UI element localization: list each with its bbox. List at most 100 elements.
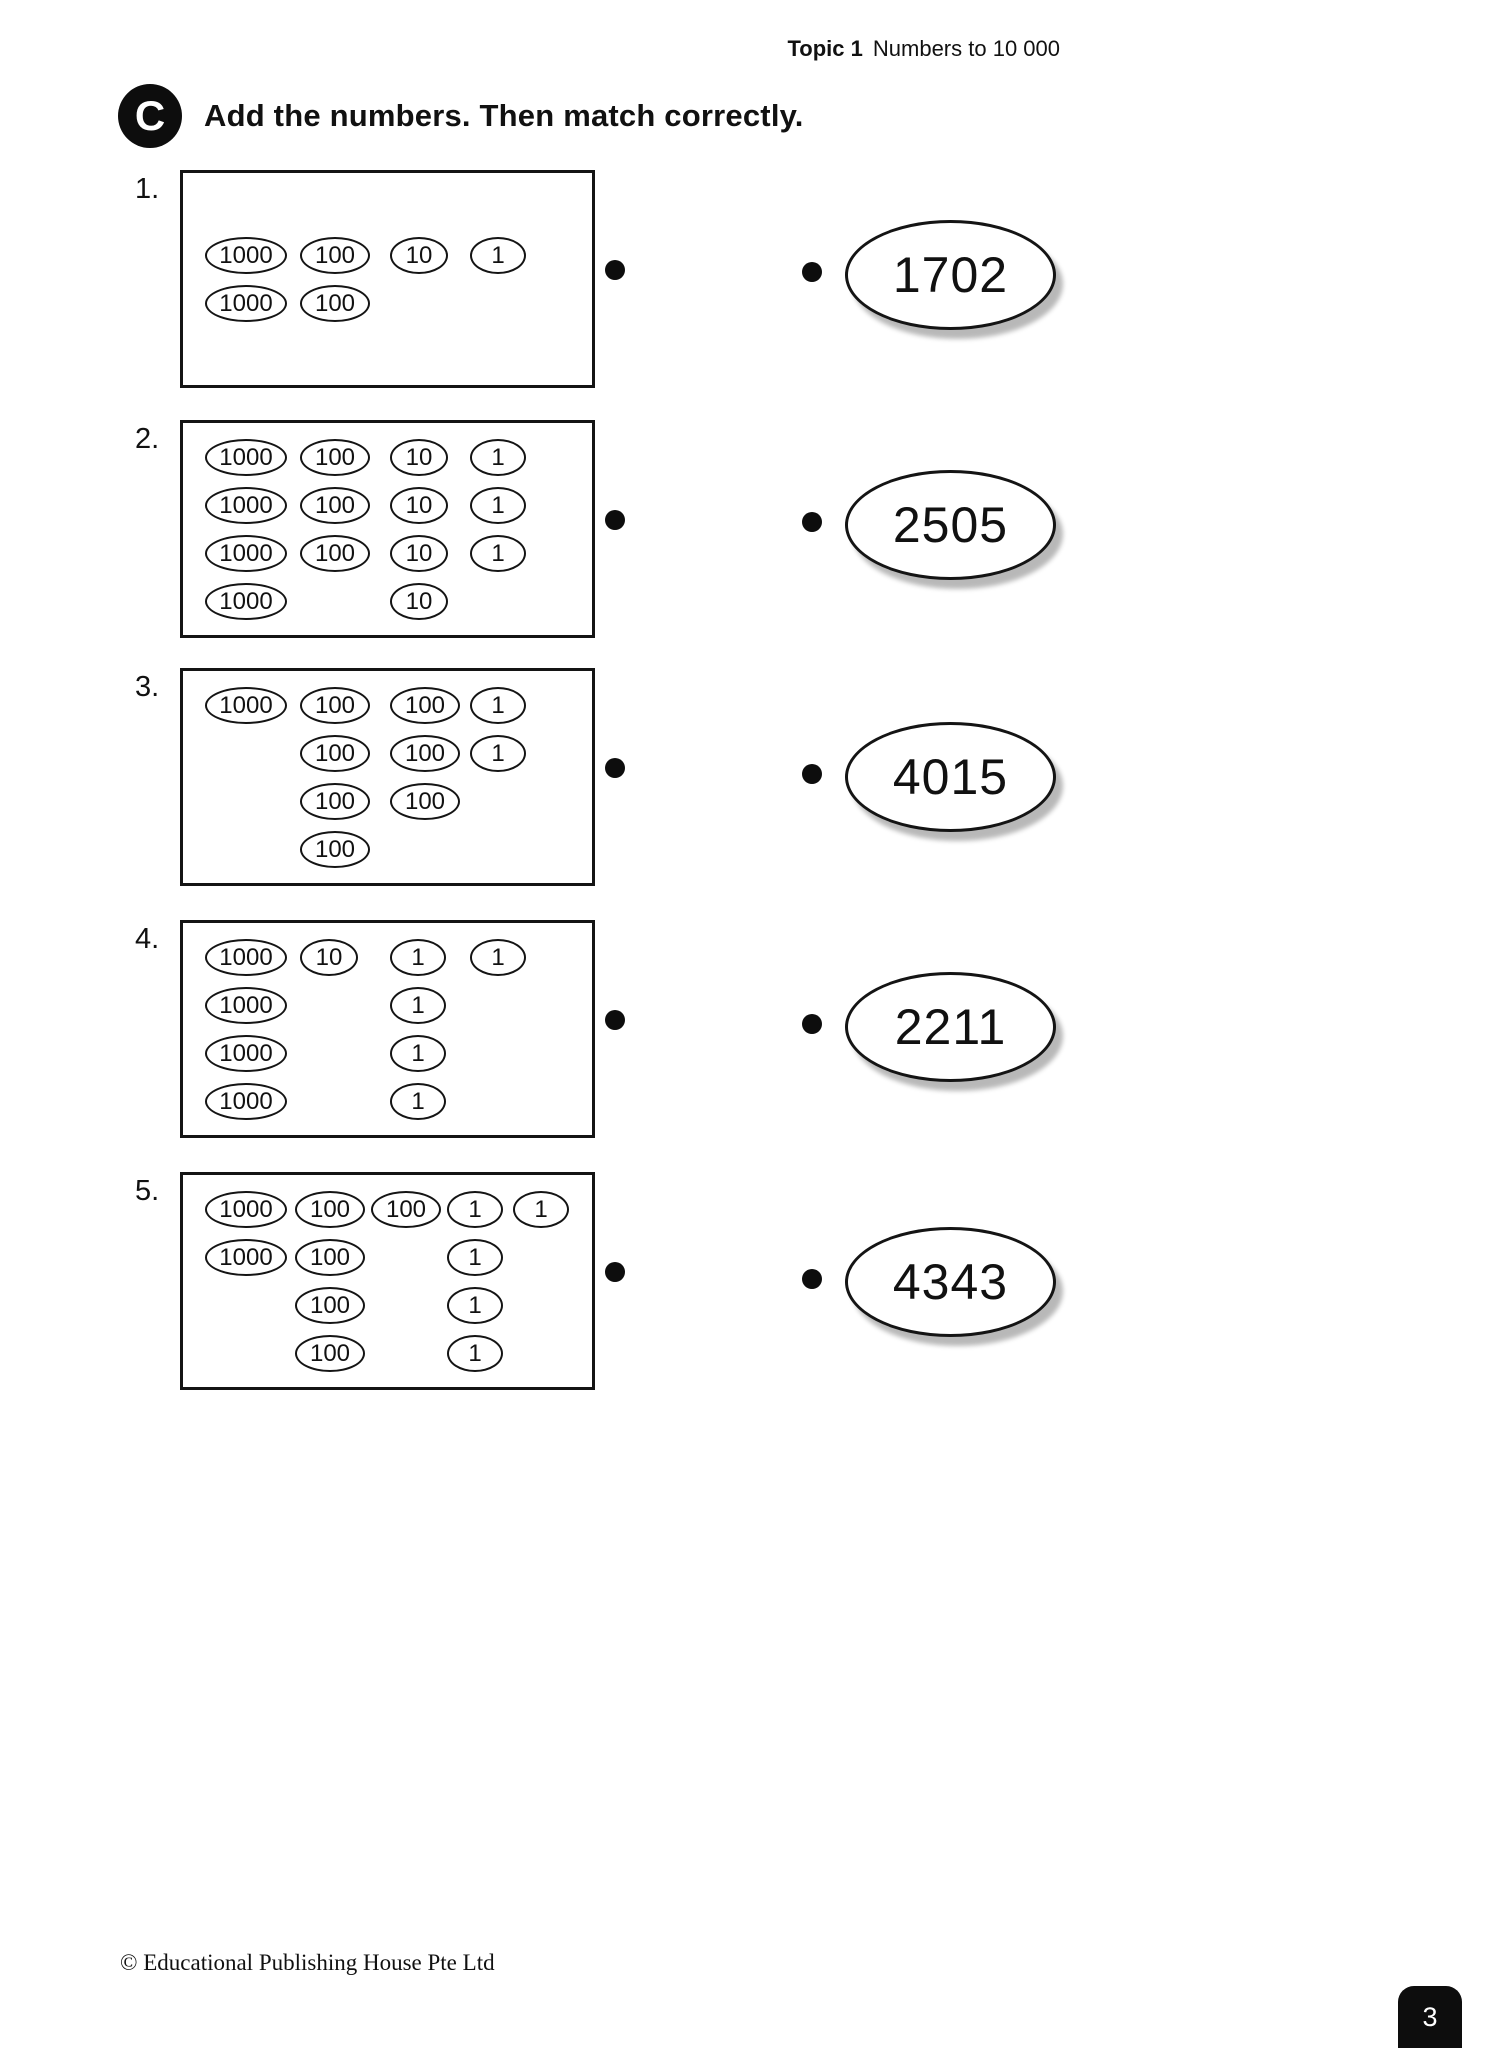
empty-cell	[205, 1301, 215, 1311]
number-oval: 1	[470, 535, 526, 572]
number-oval: 100	[300, 439, 370, 476]
answer-oval: 4015	[845, 722, 1056, 832]
number-oval: 1000	[205, 237, 287, 274]
answer-match-dot[interactable]	[802, 764, 822, 784]
number-oval: 100	[300, 735, 370, 772]
number-oval: 1000	[205, 987, 287, 1024]
empty-cell	[390, 845, 400, 855]
number-oval: 1000	[205, 939, 287, 976]
number-oval: 1	[390, 987, 446, 1024]
problem-number: 3.	[135, 671, 160, 703]
problem-number: 2.	[135, 423, 160, 455]
number-oval: 1	[447, 1287, 503, 1324]
topic-label: Topic 1	[787, 36, 863, 61]
number-oval: 1	[470, 735, 526, 772]
number-oval: 1000	[205, 1191, 287, 1228]
answer-match-dot[interactable]	[802, 1014, 822, 1034]
answer-oval: 4343	[845, 1227, 1056, 1337]
empty-cell	[205, 1349, 215, 1359]
number-oval: 100	[295, 1287, 365, 1324]
number-oval: 1	[447, 1335, 503, 1372]
answer-number: 1702	[892, 247, 1009, 303]
problem-number: 5.	[135, 1175, 160, 1207]
number-oval: 10	[390, 583, 448, 620]
number-oval: 1000	[205, 1035, 287, 1072]
empty-cell	[300, 597, 310, 607]
empty-cell	[371, 1349, 381, 1359]
number-oval: 100	[300, 285, 370, 322]
problem-match-dot[interactable]	[605, 1262, 625, 1282]
empty-cell	[470, 845, 480, 855]
number-oval: 1	[447, 1191, 503, 1228]
empty-cell	[300, 1049, 310, 1059]
number-oval: 1000	[205, 1239, 287, 1276]
number-oval: 1000	[205, 285, 287, 322]
empty-cell	[371, 1253, 381, 1263]
empty-cell	[513, 1253, 523, 1263]
oval-grid: 1000 100 100 1 100 100 1 100 100 100	[183, 671, 592, 868]
answer-match-dot[interactable]	[802, 512, 822, 532]
empty-cell	[470, 1097, 480, 1107]
empty-cell	[470, 1001, 480, 1011]
topic-title: Numbers to 10 000	[872, 36, 1060, 61]
number-oval: 1	[447, 1239, 503, 1276]
number-oval: 100	[390, 735, 460, 772]
number-oval: 100	[390, 783, 460, 820]
number-oval: 1000	[205, 583, 287, 620]
number-oval: 1	[470, 687, 526, 724]
copyright-text: © Educational Publishing House Pte Ltd	[120, 1950, 495, 1975]
number-oval: 1	[390, 1035, 446, 1072]
answer-number: 2505	[892, 497, 1009, 553]
empty-cell	[371, 1301, 381, 1311]
empty-cell	[205, 845, 215, 855]
number-oval: 100	[300, 831, 370, 868]
number-oval: 100	[300, 687, 370, 724]
answer-number: 2211	[894, 999, 1007, 1055]
number-oval: 100	[300, 487, 370, 524]
problem-match-dot[interactable]	[605, 1010, 625, 1030]
number-oval: 100	[390, 687, 460, 724]
empty-cell	[300, 1001, 310, 1011]
number-oval: 100	[295, 1239, 365, 1276]
page-header: Topic 1 Numbers to 10 000	[788, 36, 1061, 62]
number-oval: 1	[513, 1191, 569, 1228]
problem-number: 4.	[135, 923, 160, 955]
empty-cell	[513, 1301, 523, 1311]
problem-match-dot[interactable]	[605, 510, 625, 530]
number-oval: 1000	[205, 687, 287, 724]
number-oval: 10	[390, 487, 448, 524]
empty-cell	[470, 1049, 480, 1059]
answer-match-dot[interactable]	[802, 262, 822, 282]
number-oval: 1	[390, 939, 446, 976]
number-oval: 1000	[205, 535, 287, 572]
empty-cell	[470, 597, 480, 607]
number-oval: 1000	[205, 1083, 287, 1120]
number-oval: 1	[470, 939, 526, 976]
number-oval: 100	[295, 1335, 365, 1372]
empty-cell	[300, 1097, 310, 1107]
number-oval: 100	[295, 1191, 365, 1228]
empty-cell	[470, 797, 480, 807]
number-oval: 100	[300, 783, 370, 820]
empty-cell	[390, 299, 400, 309]
number-oval: 10	[390, 535, 448, 572]
problem-match-dot[interactable]	[605, 260, 625, 280]
problem-box: 1000 100 100 1 100 100 1 100 100 100	[180, 668, 595, 886]
number-oval: 1000	[205, 439, 287, 476]
number-oval: 1	[470, 487, 526, 524]
problem-match-dot[interactable]	[605, 758, 625, 778]
answer-oval: 2505	[845, 470, 1056, 580]
problem-number: 1.	[135, 173, 160, 205]
answer-oval: 2211	[845, 972, 1056, 1082]
empty-cell	[205, 749, 215, 759]
page-number-tab: 3	[1398, 1986, 1462, 2048]
answer-match-dot[interactable]	[802, 1269, 822, 1289]
